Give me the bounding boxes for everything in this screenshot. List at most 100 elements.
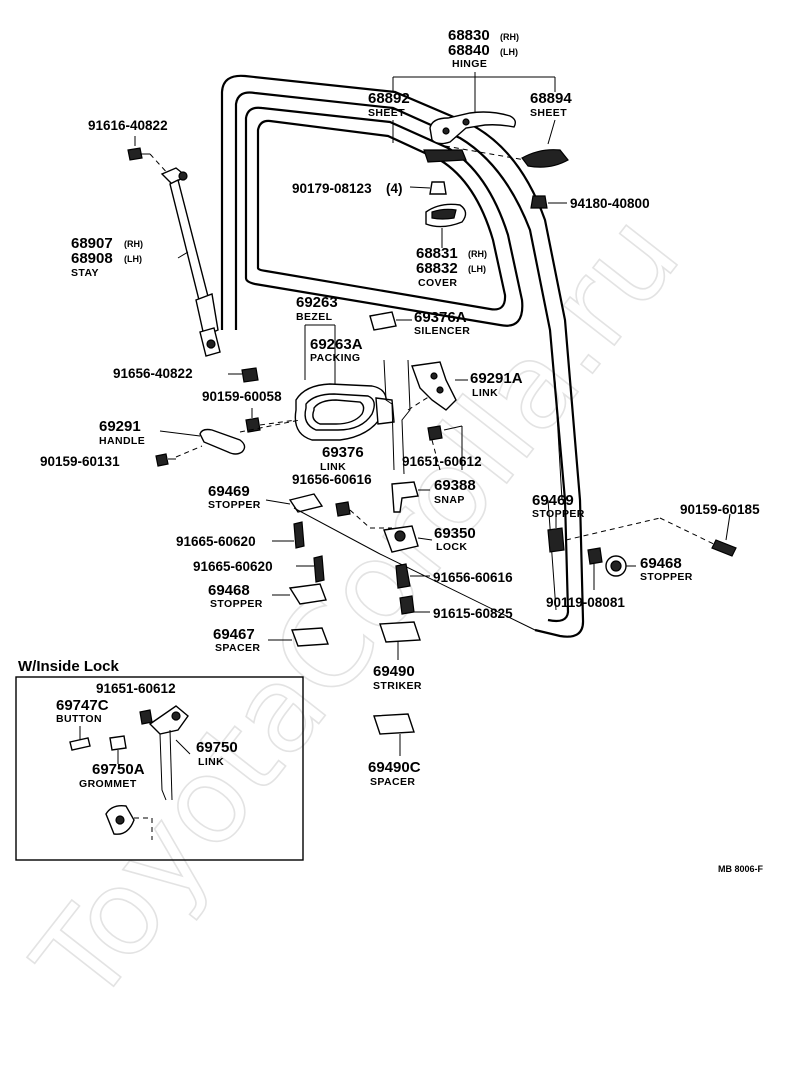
spacer-69490c-part [373,713,415,735]
silencer-name: SILENCER [414,325,470,337]
stopper-69468-left-pn: 69468 [208,582,250,599]
bolt-91665-a-part [293,521,305,549]
stopper-69469-right-part [547,527,565,553]
bolt-90179-part [429,181,447,195]
stopper-69469-left-name: STOPPER [208,499,261,511]
lock-group [265,481,536,756]
spacer-69490c-name: SPACER [370,776,415,788]
inset-title: W/Inside Lock [18,658,120,675]
hinge-pn-rh: 68830 [448,27,490,44]
silencer-pn: 69376A [414,309,467,326]
hinge-group [392,72,569,248]
stay-pn-lh: 68908 [71,250,113,267]
bolt-91656-60616-a-part [335,501,351,517]
stay-pn-rh: 68907 [71,235,113,252]
stopper-69469-left-part [288,493,324,513]
link-69376-pn: 69376 [322,444,364,461]
bolt-91616-part [127,147,143,161]
striker-pn: 69490 [373,663,415,680]
handle-pn: 69291 [99,418,141,435]
bolt-90179-qty: (4) [386,181,403,196]
screw-90159-60058-pn: 90159-60058 [202,389,282,404]
bezel-pn: 69263 [296,294,338,311]
cover-pn-rh: 68831 [416,245,458,262]
cover-name: COVER [418,277,457,289]
stay-tag-rh: (RH) [124,239,143,249]
inset-bolt-part [139,709,153,725]
cover-tag-rh: (RH) [468,249,487,259]
stopper-69468-right-pn: 69468 [640,555,682,572]
grommet-part [109,735,127,751]
spacer-69467-part [291,627,329,647]
lock-name: LOCK [436,541,467,553]
stopper-69468-right-name: STOPPER [640,571,693,583]
bolt-91656-40822-part [241,367,259,383]
inside-lock-inset-box [15,676,304,861]
hinge-pn-lh: 68840 [448,42,490,59]
screw-90159-60185-pn: 90159-60185 [680,502,760,517]
stopper-69469-right-pn: 69469 [532,492,574,509]
bolt-91651-60612-pn: 91651-60612 [402,454,482,469]
screw-90159-60131-pn: 90159-60131 [40,454,120,469]
back-door-frame [220,74,585,638]
sheet-68892-part [423,149,467,163]
bolt-91651-60612-part [427,425,443,441]
silencer-part [369,311,397,331]
handle-group [155,311,468,475]
packing-pn: 69263A [310,336,363,353]
screw-90119-pn: 90119-08081 [546,595,625,610]
bolt-91656-60616-b-part [395,563,411,589]
bolt-90179-pn: 90179-08123 [292,181,372,196]
snap-pn: 69388 [434,477,476,494]
bolt-91656-40822-pn: 91656-40822 [113,366,193,381]
link-69291a-part [411,361,457,411]
diagram-code: MB 8006-F [718,864,764,874]
screw-90119-part [587,547,603,565]
bolt-91665-b-part [313,555,325,583]
inset-link-name: LINK [198,756,224,768]
striker-part [379,621,421,643]
button-name: BUTTON [56,713,102,725]
bolt-91656-60616-b-pn: 91656-60616 [433,570,513,585]
nut-94180-pn: 94180-40800 [570,196,650,211]
hinge-tag-lh: (LH) [500,47,518,57]
packing-part [375,397,395,425]
hinge-tag-rh: (RH) [500,32,519,42]
stay-name: STAY [71,267,99,279]
bolt-91615-part [399,595,415,615]
bolt-91615-pn: 91615-60825 [433,606,513,621]
stay-tag-lh: (LH) [124,254,142,264]
cover-pn-lh: 68832 [416,260,458,277]
striker-name: STRIKER [373,680,422,692]
stopper-69468-left-name: STOPPER [210,598,263,610]
link-69291a-pn: 69291A [470,370,523,387]
handle-name: HANDLE [99,435,145,447]
bolt-91616-pn: 91616-40822 [88,118,168,133]
stopper-69468-left-part [288,583,327,605]
screw-90159-60058-part [245,417,261,433]
sheet1-name: SHEET [368,107,405,119]
inset-button-part [69,737,91,751]
button-pn: 69747C [56,697,109,714]
hinge-part [429,111,517,145]
spacer-69467-name: SPACER [215,642,260,654]
snap-name: SNAP [434,494,465,506]
bolt-91665-a-pn: 91665-60620 [176,534,256,549]
nut-94180-part [530,195,548,209]
right-stopper-group [547,513,737,590]
link-69376-name: LINK [320,461,346,473]
grommet-pn: 69750A [92,761,145,778]
bezel-name: BEZEL [296,311,333,323]
bolt-91656-60616-a-pn: 91656-60616 [292,472,372,487]
grommet-name: GROMMET [79,778,137,790]
spacer-69467-pn: 69467 [213,626,255,643]
link-69291a-name: LINK [472,387,498,399]
spacer-69490c-pn: 69490C [368,759,421,776]
sheet2-pn: 68894 [530,90,572,107]
hinge-name: HINGE [452,58,487,70]
screw-90159-60185-part [711,539,737,557]
bolt-91665-b-pn: 91665-60620 [193,559,273,574]
cover-tag-lh: (LH) [468,264,486,274]
stay-group [127,136,221,357]
